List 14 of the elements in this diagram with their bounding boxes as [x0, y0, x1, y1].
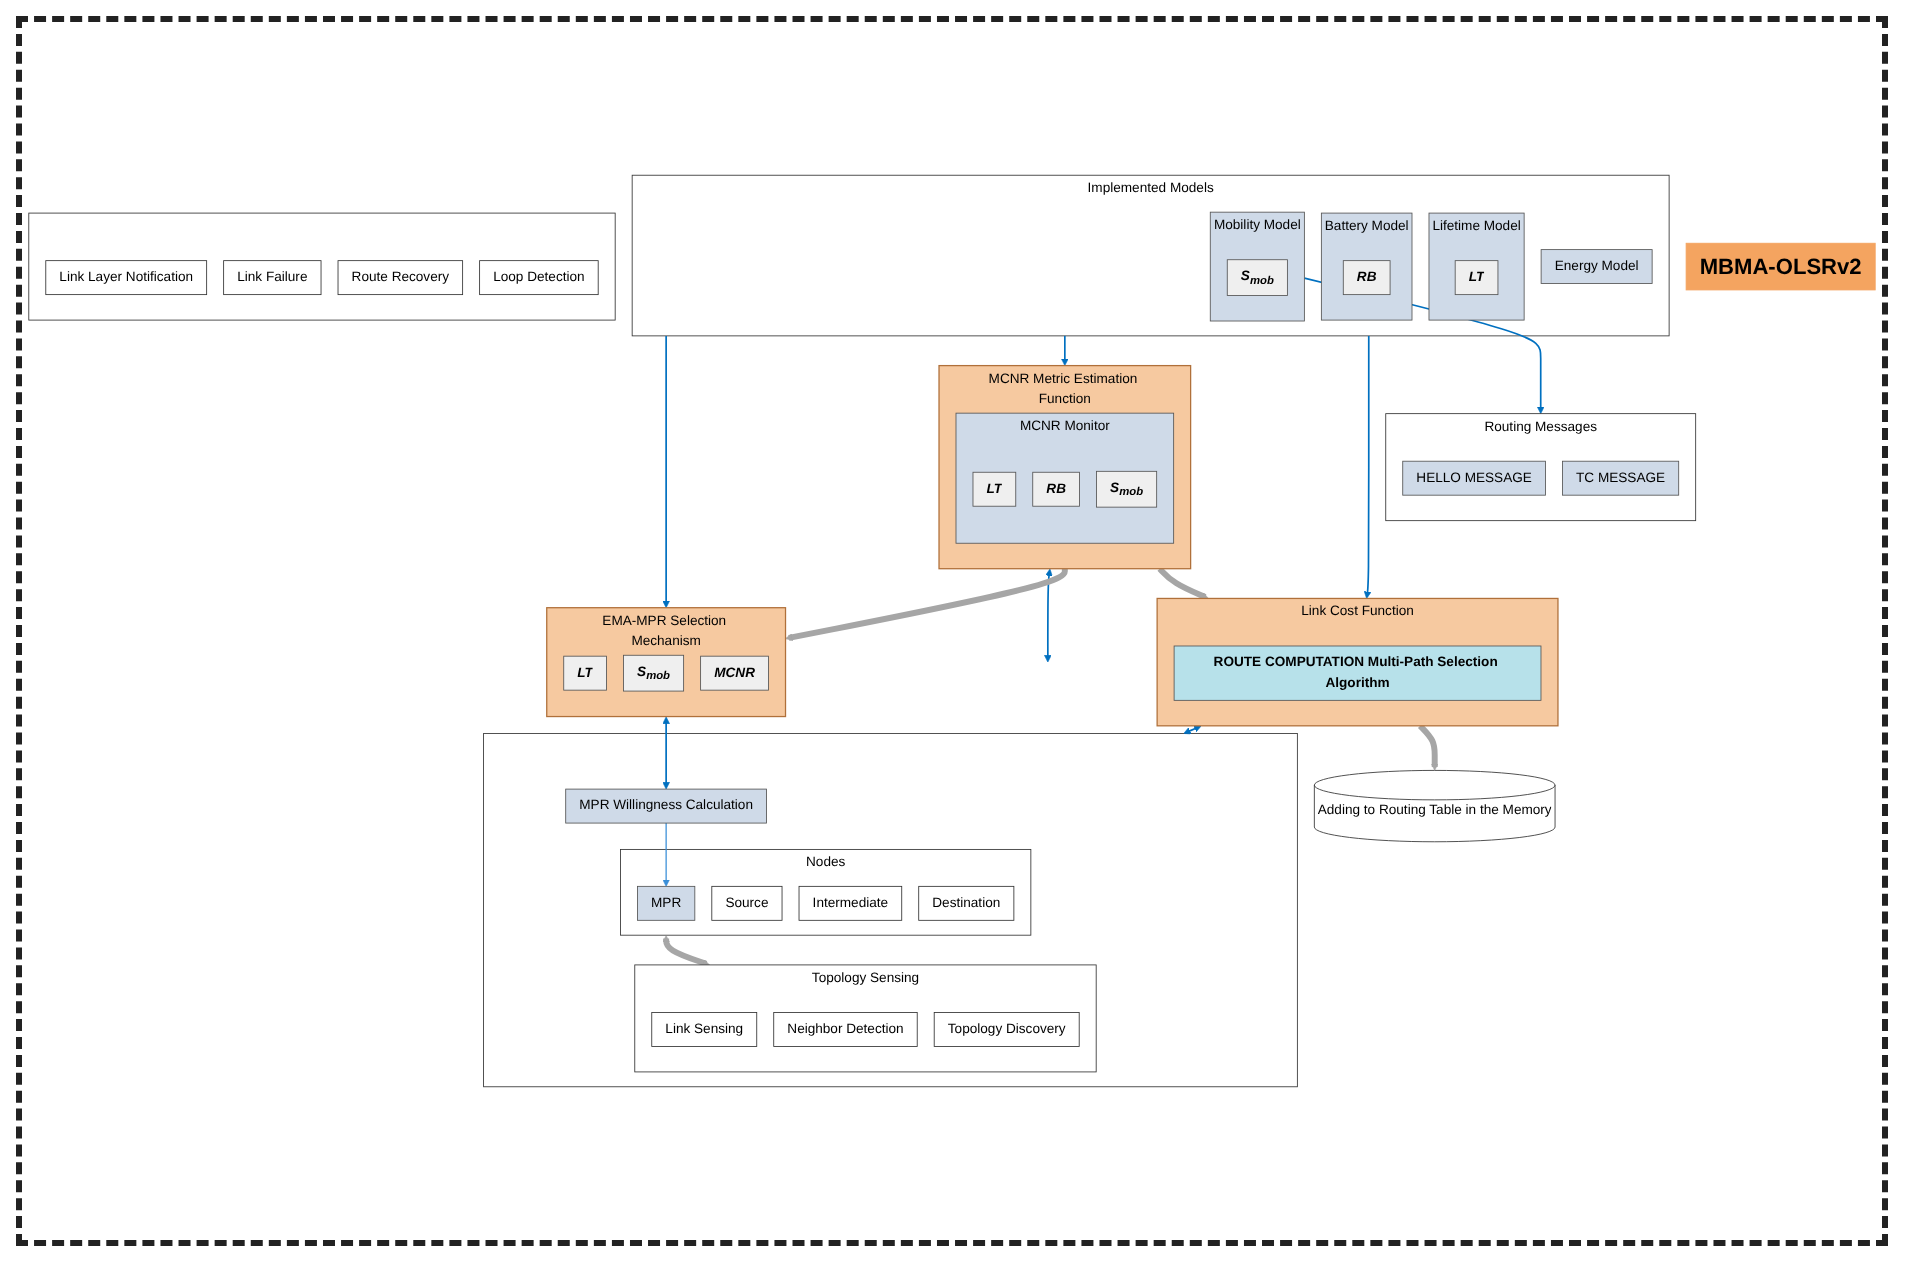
arrow [1418, 723, 1439, 771]
cluster [483, 733, 1298, 1088]
arrow [1044, 568, 1053, 663]
arrow [1061, 335, 1069, 366]
arrow [1157, 566, 1209, 600]
arrow [1363, 335, 1372, 599]
arrow [662, 822, 670, 887]
node-box: MBMA-OLSRv2 [1685, 242, 1876, 291]
cluster [28, 212, 616, 321]
arrow [662, 335, 670, 609]
arrow [662, 935, 710, 967]
arrow [1183, 725, 1202, 735]
arrow [785, 568, 1068, 641]
arrow [662, 716, 670, 790]
